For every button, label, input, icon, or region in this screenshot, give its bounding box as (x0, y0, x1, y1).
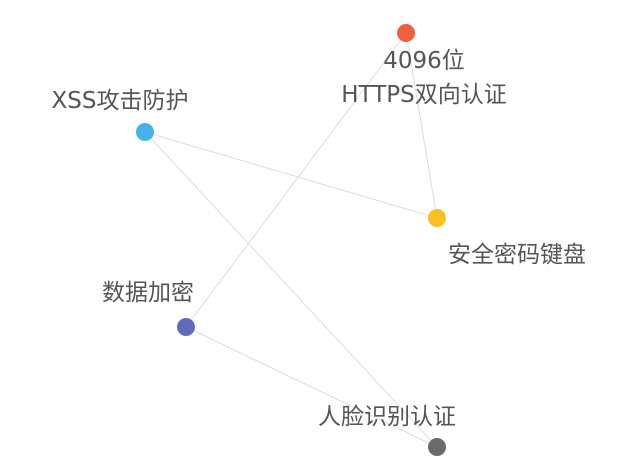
node-label-xss: XSS攻击防护 (51, 88, 189, 114)
node-label-line: HTTPS双向认证 (341, 82, 507, 108)
node-keyboard[interactable] (428, 209, 446, 227)
node-encrypt[interactable] (177, 318, 195, 336)
edge-xss-keyboard (144, 131, 438, 219)
node-label-https: 4096位 HTTPS双向认证 (341, 44, 506, 112)
node-https[interactable] (397, 24, 415, 42)
edge-xss-face (144, 131, 438, 448)
node-label-encrypt: 数据加密 (102, 280, 194, 306)
edge-https-keyboard (405, 32, 438, 219)
node-xss[interactable] (136, 123, 154, 141)
edge-encrypt-face (185, 326, 438, 448)
node-face[interactable] (428, 438, 446, 456)
node-label-line: 4096位 (383, 48, 465, 74)
node-label-keyboard: 安全密码键盘 (448, 242, 586, 268)
edge-https-encrypt (185, 32, 407, 328)
node-label-face: 人脸识别认证 (318, 404, 456, 430)
